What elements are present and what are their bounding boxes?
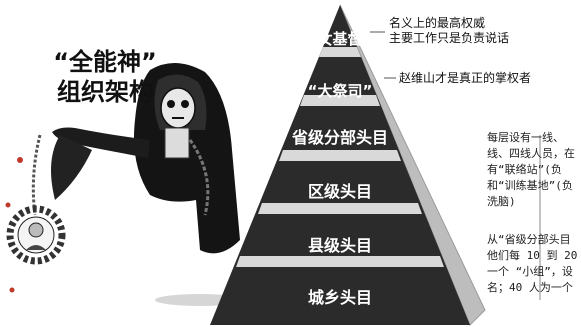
- side-text-1-line-5: 洗脑): [487, 195, 516, 208]
- top-note-line-2: 主要工作只是负责说话: [389, 31, 510, 45]
- tier-divider-3: [279, 150, 401, 161]
- wreath: [6, 205, 66, 265]
- side-text-1-line-4: 和“训练基地”(负: [487, 179, 573, 192]
- side-text-2-line-2: 他们每 10 到 20: [487, 249, 578, 262]
- side-text-block-1: 每层设有一线、 线、四线人员，在 有“联络站”(负 和“训练基地”(负 洗脑): [487, 130, 581, 215]
- reaper-paper: [164, 127, 190, 159]
- reaper-sleeve: [51, 135, 92, 200]
- top-note-line-1: 名义上的最高权威: [389, 16, 486, 30]
- side-text-2-line-4: 名；40 人为一个: [487, 281, 573, 294]
- tier-divider-5: [236, 256, 444, 267]
- grim-reaper-illustration: [5, 62, 245, 306]
- side-text-1-line-1: 每层设有一线、: [487, 131, 564, 144]
- title-line-2: 组织架构: [57, 78, 153, 106]
- tier-divider-1: [319, 47, 361, 57]
- reaper-arm: [52, 127, 150, 158]
- tier-4-label: 区级头目: [307, 182, 372, 201]
- title-line-1: “全能神”: [53, 48, 157, 76]
- tier-divider-4: [258, 203, 422, 214]
- tier-5-label: 县级头目: [307, 236, 372, 255]
- tier-3-label: 省级分部头目: [291, 128, 388, 147]
- second-note: 赵维山才是真正的掌权者: [399, 71, 532, 85]
- side-text-1-line-2: 线、四线人员，在: [487, 147, 575, 160]
- side-text-1-line-3: 有“联络站”(负: [487, 163, 562, 176]
- tier-2-label: “大祭司”: [307, 82, 373, 100]
- tier-6-label: 城乡头目: [307, 288, 372, 307]
- tier-1-label: “女基督”: [307, 30, 373, 48]
- side-text-2-line-3: 一个 “小组”，设: [487, 265, 573, 278]
- tier-divider-2: [300, 95, 380, 106]
- pyramid-face: [210, 5, 470, 325]
- side-text-2-line-1: 从“省级分部头目: [487, 233, 571, 246]
- side-text-block-2: 从“省级分部头目 他们每 10 到 20 一个 “小组”，设 名；40 人为一个: [487, 232, 581, 302]
